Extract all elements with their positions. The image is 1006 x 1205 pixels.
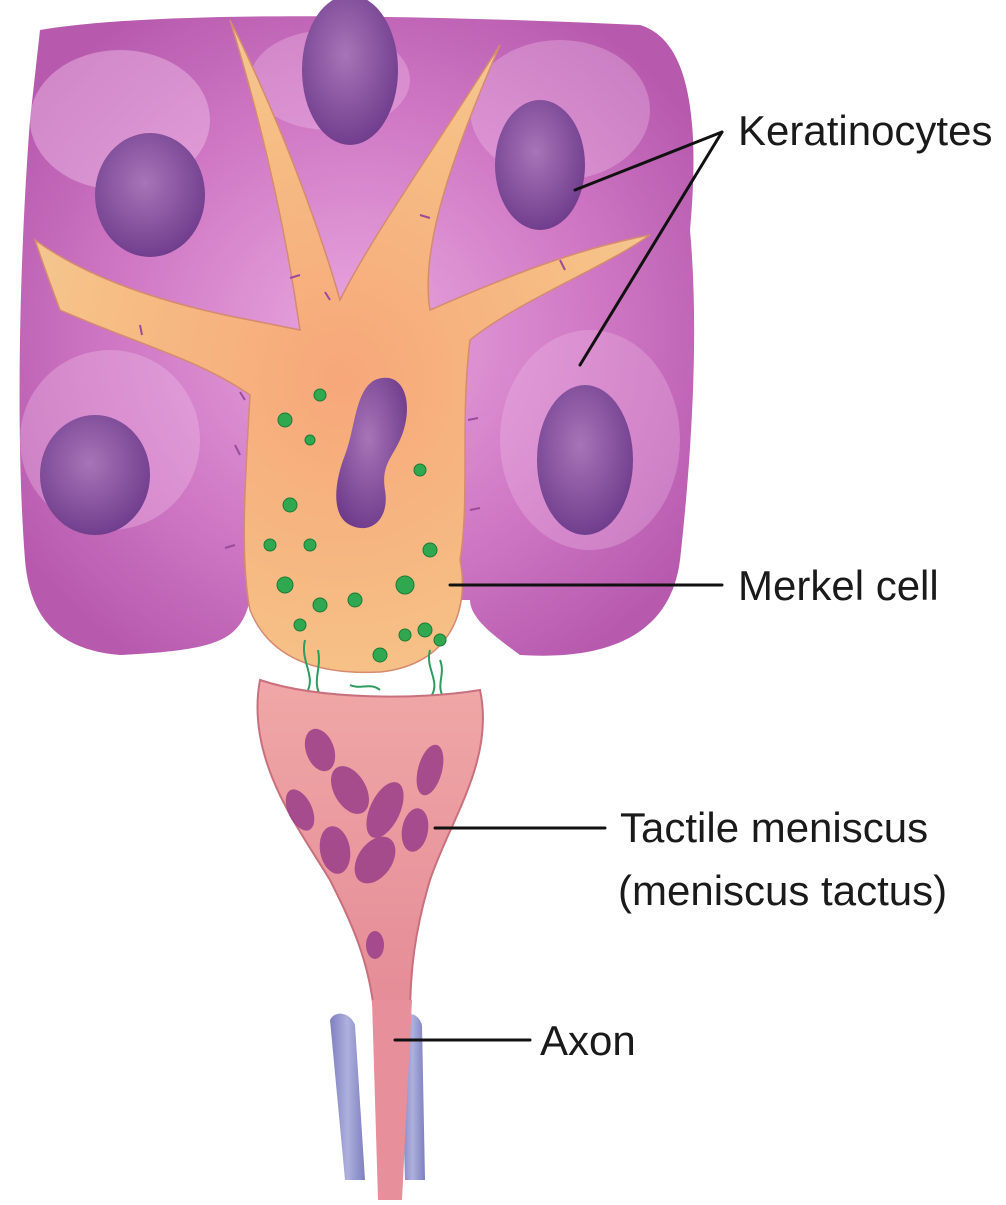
keratinocyte-nucleus [537,385,633,535]
label-merkel-cell: Merkel cell [738,562,939,609]
keratinocyte-nucleus [40,415,150,535]
tactile-meniscus [257,680,483,1020]
label-tactile-meniscus: Tactile meniscus [620,804,928,851]
label-meniscus-tactus: (meniscus tactus) [618,867,947,914]
axon-sheath-left [330,1014,365,1180]
keratinocyte-nucleus [495,100,585,230]
keratinocyte-nucleus [95,133,205,257]
label-keratinocytes: Keratinocytes [738,107,992,154]
axon [330,1000,425,1200]
keratinocyte-nucleus [302,0,398,145]
label-axon: Axon [540,1017,636,1064]
